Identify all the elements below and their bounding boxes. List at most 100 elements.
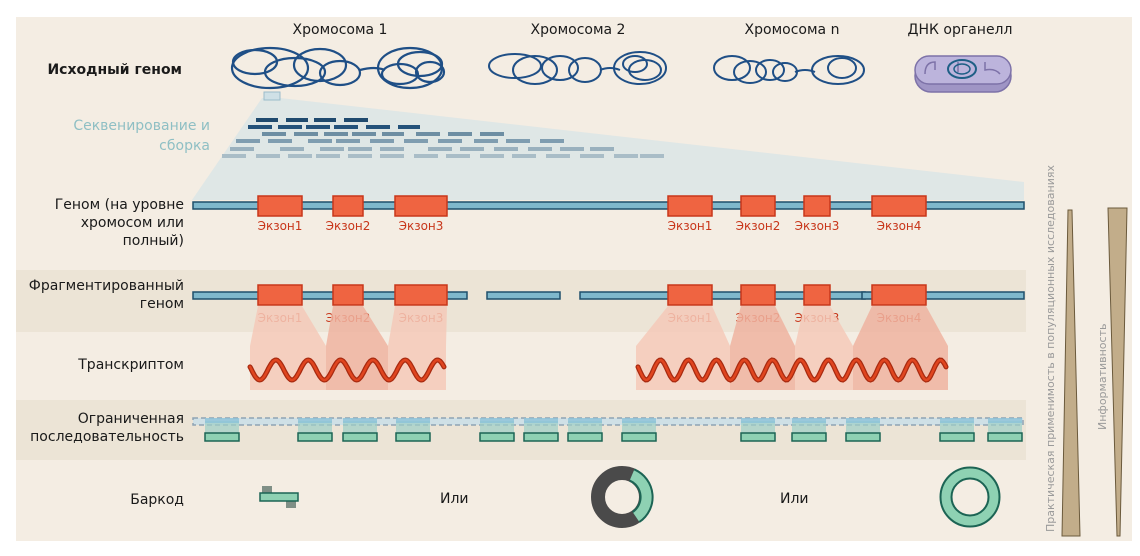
sequencing-read <box>314 118 336 122</box>
tag-projection <box>298 421 332 433</box>
sequencing-line-1: Секвенирование и <box>73 118 210 134</box>
sequencing-read <box>460 147 484 151</box>
header-chromosome-2: Хромосома 2 <box>530 22 626 38</box>
tag-highlight <box>298 418 332 423</box>
sequencing-read <box>494 147 518 151</box>
exon-label: Экзон3 <box>399 219 444 233</box>
tag-highlight <box>792 418 826 423</box>
tag-highlight <box>396 418 430 423</box>
sequenced-tag <box>567 432 603 442</box>
tag-highlight <box>343 418 377 423</box>
transcriptome-track <box>247 306 949 390</box>
tag-highlight <box>988 418 1022 423</box>
header-chromosome-1: Хромосома 1 <box>292 22 388 38</box>
sequencing-read <box>370 139 394 143</box>
reduced-sequence-track <box>192 417 1024 442</box>
exon-block <box>740 195 776 217</box>
sequenced-tag <box>479 432 515 442</box>
sequencing-read <box>248 125 272 129</box>
informativeness-wedge <box>1107 207 1128 537</box>
sequencing-read <box>438 139 462 143</box>
exon-label: Экзон2 <box>736 219 781 233</box>
sequencing-read <box>506 139 530 143</box>
genome-line-1: Геном (на уровне <box>54 197 184 213</box>
fragmented-line-1: Фрагментированный <box>28 278 184 294</box>
sequenced-tag <box>297 432 333 442</box>
sequencing-read <box>428 147 452 151</box>
exon-projection <box>326 306 388 390</box>
exon-block <box>871 284 927 306</box>
sequenced-tag <box>523 432 559 442</box>
tag-highlight <box>205 418 239 423</box>
sequenced-tag <box>740 432 776 442</box>
sequencing-read <box>398 125 420 129</box>
row-label-fragmented-genome: Фрагментированный геном <box>10 277 184 313</box>
sequencing-read <box>268 139 292 143</box>
sequencing-read <box>446 154 470 158</box>
exon-block <box>871 195 927 217</box>
sequencing-read <box>348 147 372 151</box>
exon-label: Экзон4 <box>877 219 922 233</box>
row-label-barcode: Баркод <box>130 492 184 508</box>
sequenced-tag <box>987 432 1023 442</box>
sequencing-read <box>256 118 278 122</box>
tag-projection <box>940 421 974 433</box>
sequencing-source-marker <box>263 91 281 101</box>
chromosome-strand <box>192 201 1025 210</box>
sequencing-read <box>540 139 564 143</box>
exon-block <box>257 195 303 217</box>
sequencing-read <box>480 154 504 158</box>
tag-projection <box>622 421 656 433</box>
sequenced-tag <box>204 432 240 442</box>
mrna-wave-highlight <box>636 358 948 382</box>
applicability-axis-label: Практическая применимость в популяционны… <box>1044 165 1057 532</box>
sequenced-tag <box>845 432 881 442</box>
applicability-wedge <box>1061 209 1081 537</box>
exon-label: Экзон1 <box>668 219 713 233</box>
sequencing-read <box>416 132 440 136</box>
sequencing-read <box>288 154 312 158</box>
exon-block <box>394 195 448 217</box>
chromosome-2-icon <box>488 51 667 85</box>
tag-highlight <box>524 418 558 423</box>
sequencing-read <box>306 125 330 129</box>
barcode-fragment-icon <box>259 486 299 508</box>
sequenced-tag <box>939 432 975 442</box>
sequencing-read <box>590 147 614 151</box>
sequencing-read <box>280 147 304 151</box>
sequencing-read <box>348 154 372 158</box>
exon-block <box>332 195 364 217</box>
sequencing-read <box>230 147 254 151</box>
circular-genome-partial-icon <box>591 466 654 528</box>
tag-projection <box>205 421 239 433</box>
header-chromosome-n: Хромосома n <box>744 22 840 38</box>
sequencing-read <box>308 139 332 143</box>
mitochondrion-icon <box>914 55 1012 93</box>
exon-block <box>803 284 831 306</box>
sequencing-read <box>512 154 536 158</box>
sequencing-read <box>528 147 552 151</box>
sequencing-read <box>580 154 604 158</box>
sequencing-read <box>480 132 504 136</box>
tag-highlight <box>480 418 514 423</box>
sequencing-read <box>334 125 358 129</box>
row-label-genome: Геном (на уровне хромосом или полный) <box>20 196 184 250</box>
sequencing-read <box>344 118 368 122</box>
tag-projection <box>988 421 1022 433</box>
genome-line-2: хромосом или <box>80 215 184 231</box>
sequencing-read <box>382 132 404 136</box>
sequencing-read <box>320 147 344 151</box>
tag-projection <box>846 421 880 433</box>
reduced-line-1: Ограниченная <box>77 411 184 427</box>
row-label-source-genome: Исходный геном <box>47 62 182 78</box>
sequencing-read <box>640 154 664 158</box>
exon-block <box>803 195 831 217</box>
genome-fragment <box>192 291 468 300</box>
exon-label: Экзон1 <box>258 219 303 233</box>
informativeness-axis-label: Информативность <box>1096 323 1109 430</box>
exon-projection <box>636 306 730 390</box>
tag-projection <box>568 421 602 433</box>
exon-block <box>332 284 364 306</box>
exon-block <box>667 284 713 306</box>
